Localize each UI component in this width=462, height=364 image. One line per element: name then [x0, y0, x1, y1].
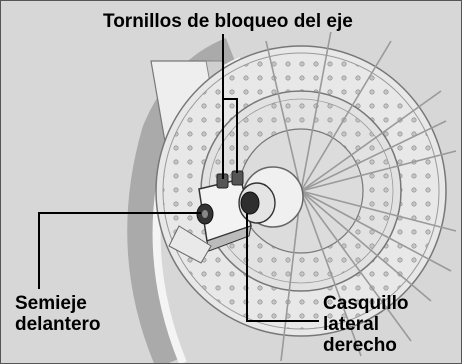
front-axle-label-line-2: delantero — [15, 314, 101, 335]
front-axle-label-line-1: Semieje — [15, 293, 87, 314]
axle-bolts-label-text: Tornillos de bloqueo del eje — [101, 11, 355, 32]
axle-bolt-2 — [231, 170, 244, 186]
axle-bolts-label: Tornillos de bloqueo del eje — [101, 11, 355, 32]
fork-bracket — [168, 225, 212, 264]
axle-clamp — [196, 170, 252, 252]
right-side-collar — [238, 182, 276, 224]
callout-line-right-collar — [246, 213, 319, 322]
right-collar-label-line-2: lateral — [323, 314, 379, 335]
callout-lines — [38, 34, 319, 322]
right-collar-label-line-3: derecho — [323, 335, 397, 356]
wheel-spokes — [265, 30, 457, 362]
callout-line-bolt-2 — [223, 98, 238, 173]
front-axle-label: Semieje delantero — [15, 293, 101, 335]
callout-line-front-axle — [38, 212, 201, 289]
right-collar-label-line-1: Casquillo — [323, 293, 409, 314]
right-collar-label: Casquillo lateral derecho — [323, 293, 409, 356]
